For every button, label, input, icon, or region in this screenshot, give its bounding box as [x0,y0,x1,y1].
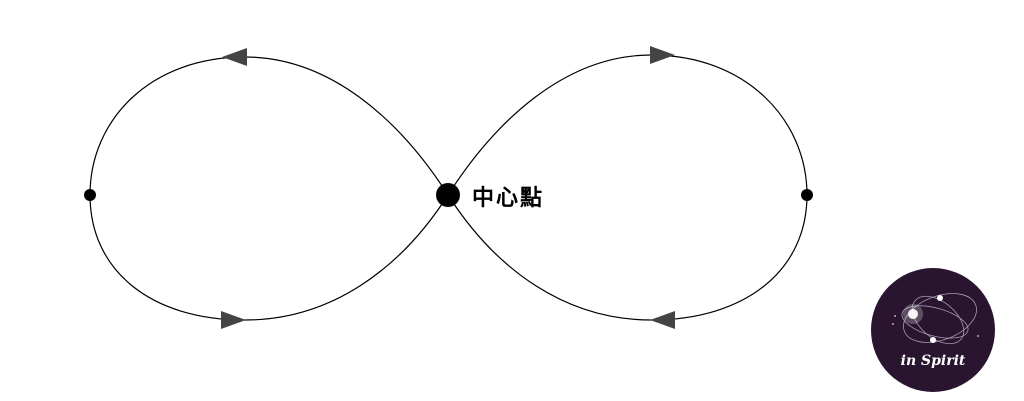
arrow-bottom-left [221,311,246,329]
left-point [84,189,96,201]
right-point [801,189,813,201]
arrow-bottom-right [650,311,675,329]
center-point-label: 中心點 [472,186,545,211]
center-point [436,183,460,207]
in-spirit-logo: in Spirit [871,268,995,392]
logo-text: in Spirit [901,353,966,369]
arrow-top-right [650,46,675,64]
arrow-top-left [222,48,247,66]
left-loop [89,56,449,321]
